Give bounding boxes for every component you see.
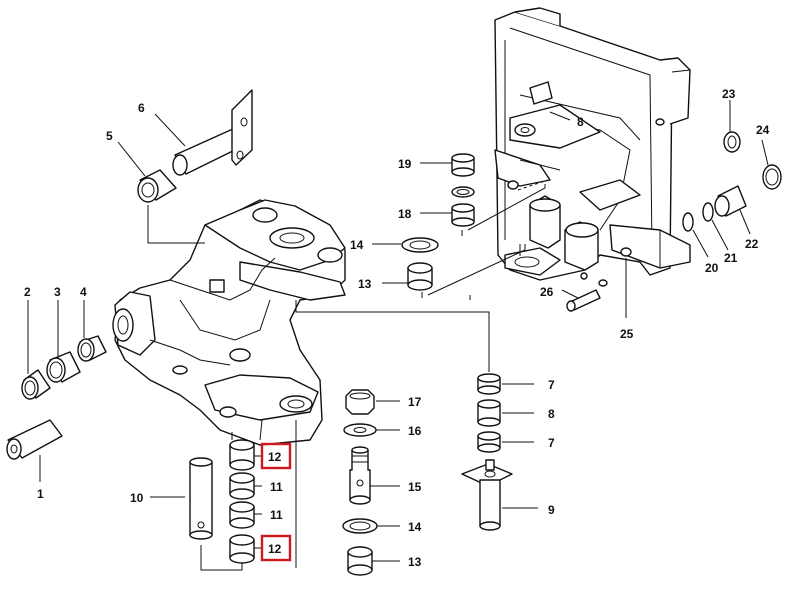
- bushing-5: [137, 169, 177, 203]
- callout-4: 4: [80, 285, 87, 299]
- callout-11-upper: 11: [270, 480, 283, 494]
- bushing-11-upper: [229, 472, 255, 500]
- callout-8-upper: 8: [577, 115, 584, 129]
- callout-9: 9: [548, 503, 555, 517]
- callout-17: 17: [408, 395, 422, 409]
- bushing-19: [451, 153, 475, 177]
- callout-labels: 1 2 3 4 5 6 7 8 7 8 9 10 11 11 12 12 13 …: [24, 87, 770, 569]
- bushing-12-top: [229, 439, 255, 471]
- callout-7-lower: 7: [548, 436, 555, 450]
- ring-14-upper: [401, 237, 439, 253]
- callout-13-upper: 13: [358, 277, 372, 291]
- main-housing: [112, 199, 346, 446]
- pin-1: [6, 419, 63, 460]
- frame-assembly: [494, 7, 691, 281]
- callout-1: 1: [37, 487, 44, 501]
- bushing-11-lower: [229, 501, 255, 529]
- o-ring-20: [682, 212, 694, 232]
- highlight-box-12-bottom: [260, 534, 292, 562]
- callout-12-bottom: 12: [268, 542, 282, 556]
- callout-2: 2: [24, 285, 31, 299]
- bolt-26: [566, 272, 608, 312]
- seal-24: [762, 164, 782, 190]
- callout-7-upper: 7: [548, 378, 555, 392]
- bushing-7-upper: [477, 373, 501, 395]
- callout-16: 16: [408, 424, 422, 438]
- callout-11-lower: 11: [270, 508, 283, 522]
- bushing-4: [77, 335, 107, 362]
- callout-24: 24: [756, 123, 770, 137]
- callout-15: 15: [408, 480, 422, 494]
- callout-8-lower: 8: [548, 407, 555, 421]
- bushing-22: [714, 185, 747, 217]
- ring-14-lower: [342, 518, 378, 534]
- o-ring-21: [702, 202, 714, 222]
- bushing-3: [46, 351, 81, 383]
- bushing-8-lower: [477, 399, 501, 427]
- nut-17: [345, 389, 375, 415]
- washer-19b: [451, 186, 475, 198]
- callout-22: 22: [745, 237, 759, 251]
- flanged-pin-9: [461, 459, 513, 531]
- callout-10: 10: [130, 491, 144, 505]
- callout-12-top: 12: [268, 450, 282, 464]
- bushing-2: [21, 369, 51, 400]
- callout-23: 23: [722, 87, 736, 101]
- callout-3: 3: [54, 285, 61, 299]
- pin-6: [172, 89, 253, 176]
- highlight-boxes: [260, 442, 292, 562]
- pin-10: [189, 457, 213, 540]
- callout-20: 20: [705, 261, 719, 275]
- callout-21: 21: [724, 251, 738, 265]
- callout-13-lower: 13: [408, 555, 422, 569]
- washer-16: [343, 423, 377, 437]
- bushing-13-upper: [407, 262, 433, 291]
- callout-5: 5: [106, 129, 113, 143]
- bushing-18: [451, 203, 475, 227]
- pin-15: [349, 446, 371, 505]
- bushing-7-lower: [477, 431, 501, 453]
- ring-23: [723, 131, 741, 153]
- leader-lines: [27, 100, 769, 562]
- callout-19: 19: [398, 157, 412, 171]
- callout-26: 26: [540, 285, 554, 299]
- highlight-box-12-top: [260, 442, 292, 470]
- callout-14-lower: 14: [408, 520, 422, 534]
- bushing-13-lower: [347, 546, 373, 576]
- callout-18: 18: [398, 207, 412, 221]
- callout-6: 6: [138, 101, 145, 115]
- callout-14-upper: 14: [350, 238, 364, 252]
- callout-25: 25: [620, 327, 634, 341]
- bushing-12-bottom: [229, 534, 255, 564]
